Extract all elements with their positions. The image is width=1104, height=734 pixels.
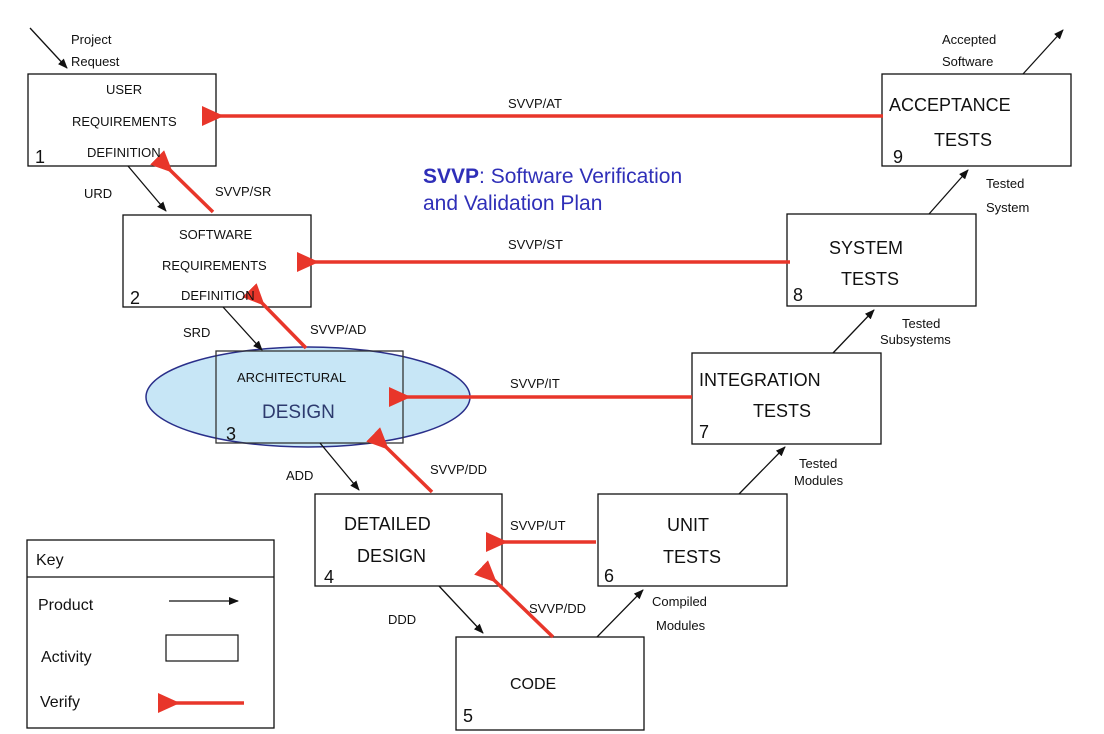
project-request-label-2: Request bbox=[71, 54, 120, 69]
arrow-project-request bbox=[29, 27, 68, 69]
key-activity-label: Activity bbox=[41, 649, 92, 666]
svvp-st-label: SVVP/ST bbox=[508, 237, 563, 252]
box-9-number: 9 bbox=[893, 147, 904, 167]
box-7-number: 7 bbox=[699, 422, 710, 442]
box-2-number: 2 bbox=[130, 288, 141, 308]
svvp-note-line-2: and Validation Plan bbox=[423, 192, 603, 215]
key-box bbox=[26, 539, 275, 729]
key-activity-box bbox=[165, 634, 239, 662]
key-title: Key bbox=[36, 552, 64, 569]
accepted-software-label-1: Accepted bbox=[942, 32, 997, 47]
accepted-software-label-2: Software bbox=[942, 54, 994, 69]
tested-subsystems-label-2: Subsystems bbox=[880, 332, 951, 347]
box-4-number: 4 bbox=[324, 567, 335, 587]
box-1-line-2: REQUIREMENTS bbox=[72, 114, 177, 129]
box-1-line-3: DEFINITION bbox=[87, 145, 161, 160]
verify-arrow-dd-upper bbox=[366, 427, 434, 494]
box-9-line-1: ACCEPTANCE bbox=[889, 95, 1011, 115]
box-user-requirements bbox=[27, 73, 217, 167]
box-2-line-3: DEFINITION bbox=[181, 288, 255, 303]
box-6-line-1: UNIT bbox=[667, 515, 709, 535]
verify-arrow-sr bbox=[150, 150, 215, 214]
box-4-line-2: DESIGN bbox=[357, 546, 427, 566]
project-request-label-1: Project bbox=[71, 32, 112, 47]
verify-arrow-dd-lower bbox=[474, 560, 555, 639]
key-verify-label: Verify bbox=[40, 694, 81, 711]
svvp-ut-label: SVVP/UT bbox=[510, 518, 566, 533]
box-8-line-1: SYSTEM bbox=[829, 238, 904, 258]
box-5-line-1: CODE bbox=[510, 676, 557, 693]
box-6-line-2: TESTS bbox=[663, 547, 722, 567]
box-software-requirements bbox=[122, 214, 312, 308]
box-code bbox=[455, 636, 645, 731]
svvp-ad-label: SVVP/AD bbox=[310, 322, 367, 337]
box-2-line-1: SOFTWARE bbox=[179, 227, 253, 242]
box-4-line-1: DETAILED bbox=[344, 514, 431, 534]
box-5-number: 5 bbox=[463, 706, 474, 726]
box-6-number: 6 bbox=[604, 566, 615, 586]
box-1-line-1: USER bbox=[106, 82, 143, 97]
arrow-tested-system bbox=[928, 169, 969, 215]
svvp-dd-upper-label: SVVP/DD bbox=[430, 462, 488, 477]
svvp-definition-note: SVVP: Software Verification and Validati… bbox=[423, 163, 682, 217]
arrow-compiled-modules bbox=[596, 589, 644, 638]
box-acceptance-tests bbox=[881, 73, 1072, 167]
arrow-accepted-software bbox=[1022, 29, 1064, 75]
compiled-modules-label-1: Compiled bbox=[652, 594, 707, 609]
box-8-number: 8 bbox=[793, 285, 804, 305]
box-2-line-2: REQUIREMENTS bbox=[162, 258, 267, 273]
arrow-tested-modules bbox=[738, 446, 786, 495]
srd-label: SRD bbox=[183, 325, 211, 340]
svvp-dd-lower-label: SVVP/DD bbox=[529, 601, 587, 616]
box-3-line-2: DESIGN bbox=[262, 402, 335, 423]
arrow-ddd bbox=[438, 585, 484, 634]
box-8-line-2: TESTS bbox=[841, 269, 900, 289]
box-3-line-1: ARCHITECTURAL bbox=[237, 370, 347, 385]
box-detailed-design bbox=[314, 493, 503, 587]
key-product-label: Product bbox=[38, 597, 94, 614]
verify-arrow-ad bbox=[242, 283, 308, 350]
svvp-abbr: SVVP bbox=[423, 165, 480, 188]
add-label: ADD bbox=[286, 468, 314, 483]
tested-modules-label-1: Tested bbox=[799, 456, 838, 471]
box-integration-tests bbox=[691, 352, 882, 445]
box-7-line-2: TESTS bbox=[753, 401, 812, 421]
arrow-add bbox=[319, 442, 360, 491]
urd-label: URD bbox=[84, 186, 113, 201]
svvp-sr-label: SVVP/SR bbox=[215, 184, 272, 199]
svvp-it-label: SVVP/IT bbox=[510, 376, 560, 391]
tested-modules-label-2: Modules bbox=[794, 473, 844, 488]
arrow-urd bbox=[127, 165, 167, 212]
box-1-number: 1 bbox=[35, 147, 46, 167]
box-7-line-1: INTEGRATION bbox=[699, 370, 821, 390]
arrow-srd bbox=[222, 306, 263, 351]
tested-system-label-1: Tested bbox=[986, 176, 1025, 191]
svvp-note-line-1: : Software Verification bbox=[479, 165, 683, 188]
box-3-number: 3 bbox=[226, 424, 237, 444]
compiled-modules-label-2: Modules bbox=[656, 618, 706, 633]
tested-subsystems-label-1: Tested bbox=[902, 316, 941, 331]
ddd-label: DDD bbox=[388, 612, 417, 627]
tested-system-label-2: System bbox=[986, 200, 1030, 215]
box-unit-tests bbox=[597, 493, 788, 587]
svvp-at-label: SVVP/AT bbox=[508, 96, 562, 111]
arrow-tested-subsystems bbox=[832, 309, 875, 354]
box-9-line-2: TESTS bbox=[934, 130, 993, 150]
box-system-tests bbox=[786, 213, 977, 307]
